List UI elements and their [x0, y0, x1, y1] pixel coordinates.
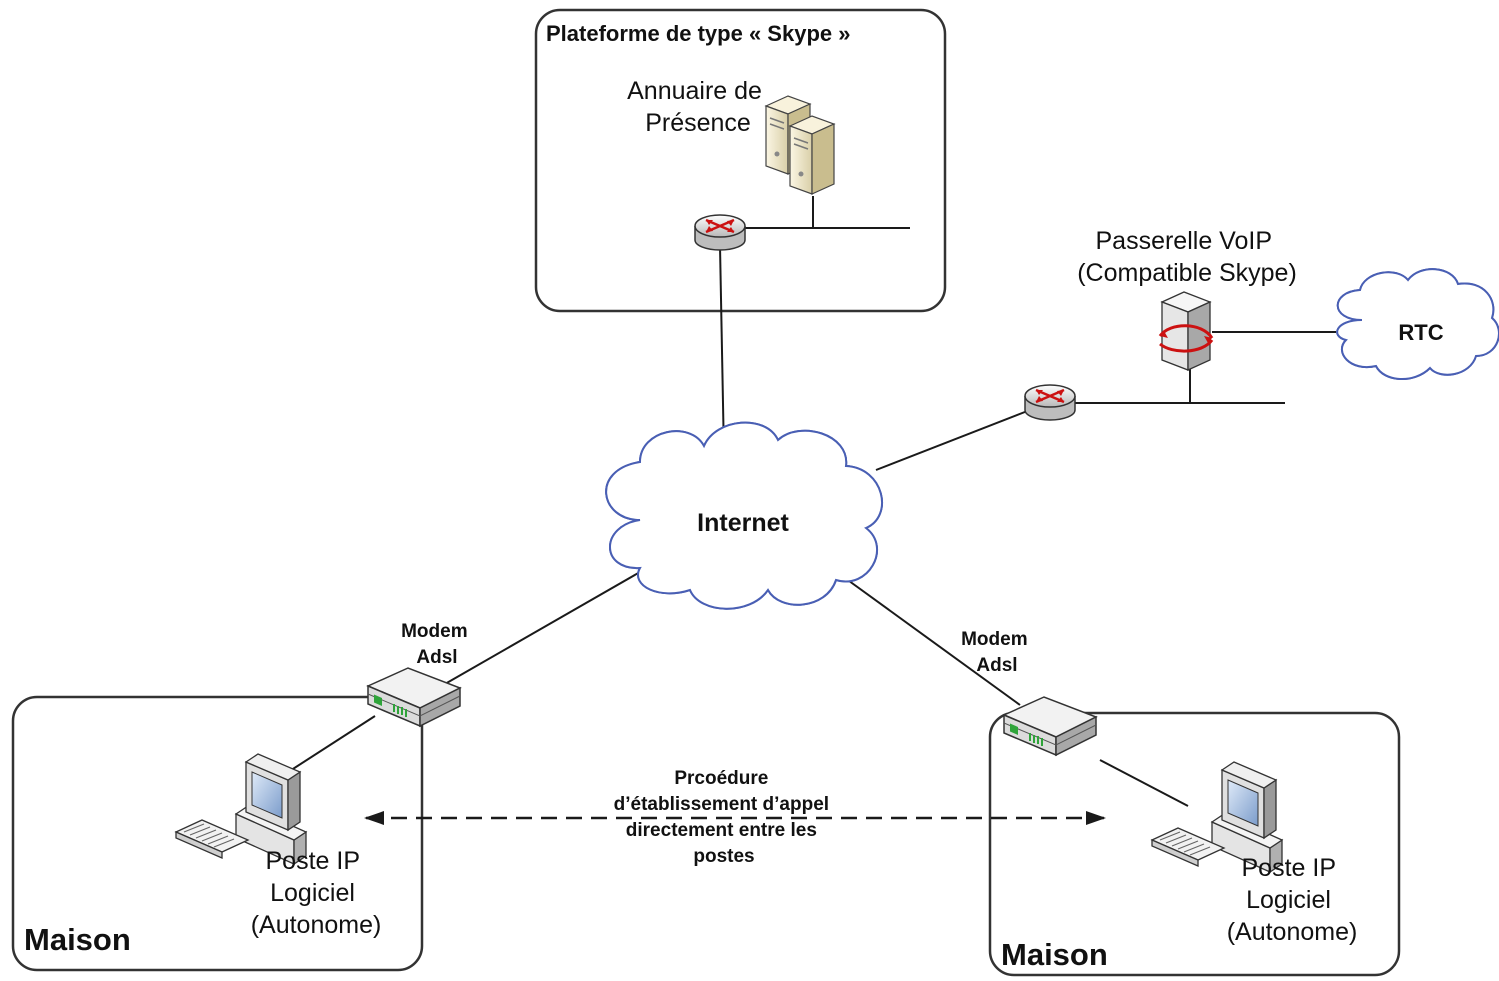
right-house-label: Maison — [1001, 937, 1108, 972]
platform-box — [534, 8, 947, 313]
internet-to-right-modem-line — [844, 577, 1021, 706]
gateway-router-icon — [1023, 383, 1077, 422]
left-modem-icon — [367, 667, 461, 727]
call-procedure-line-4: postes — [693, 846, 754, 867]
voip-gateway-icon — [1158, 291, 1214, 372]
platform-to-internet-line — [719, 245, 725, 457]
rtc-label: RTC — [1398, 320, 1443, 345]
right-pc-label-line-1: Poste IP — [1242, 854, 1336, 882]
left-modem-label-line-1: Modem — [401, 621, 468, 642]
directory-label-line-1: Annuaire de — [627, 77, 762, 105]
platform-title: Plateforme de type « Skype » — [546, 21, 850, 46]
left-modem-label: Modem Adsl — [401, 621, 473, 668]
gateway-label: Passerelle VoIP (Compatible Skype) — [1077, 227, 1297, 287]
call-procedure-line-1: Prcoédure — [674, 768, 768, 789]
internet-to-left-modem-line — [437, 571, 641, 689]
connections — [281, 196, 1336, 807]
right-modem-label-line-1: Modem — [961, 629, 1028, 650]
directory-label-line-2: Présence — [645, 109, 751, 137]
right-modem-label-line-2: Adsl — [976, 655, 1017, 676]
right-pc-label-line-2: Logiciel — [1246, 886, 1331, 914]
right-modem-icon — [1003, 696, 1097, 756]
right-modem-label: Modem Adsl — [961, 629, 1033, 676]
gateway-label-line-1: Passerelle VoIP — [1096, 227, 1272, 255]
presence-server-2-icon — [789, 115, 835, 195]
internet-cloud — [605, 421, 883, 610]
left-house-box — [11, 695, 424, 972]
call-procedure-line-3: directement entre les — [626, 820, 817, 841]
left-modem-to-pc-line — [281, 715, 376, 777]
internet-label: Internet — [697, 509, 789, 537]
right-modem-to-pc-line — [1099, 759, 1189, 807]
call-procedure-label: Prcoédure d’établissement d’appel direct… — [614, 768, 835, 867]
right-pc-label-line-3: (Autonome) — [1227, 918, 1358, 946]
gateway-label-line-2: (Compatible Skype) — [1077, 259, 1297, 287]
left-pc-label-line-3: (Autonome) — [251, 911, 382, 939]
left-pc-label-line-2: Logiciel — [270, 879, 355, 907]
left-modem-label-line-2: Adsl — [416, 647, 457, 668]
call-procedure-line-2: d’établissement d’appel — [614, 794, 829, 815]
right-pc-label: Poste IP Logiciel (Autonome) — [1227, 854, 1358, 946]
right-house-box — [988, 711, 1401, 977]
left-pc-label-line-1: Poste IP — [266, 847, 360, 875]
left-pc-label: Poste IP Logiciel (Autonome) — [251, 847, 382, 939]
left-house-label: Maison — [24, 922, 131, 957]
platform-router-icon — [693, 213, 747, 252]
internet-to-gateway-router-line — [875, 409, 1031, 471]
directory-label: Annuaire de Présence — [627, 77, 769, 137]
